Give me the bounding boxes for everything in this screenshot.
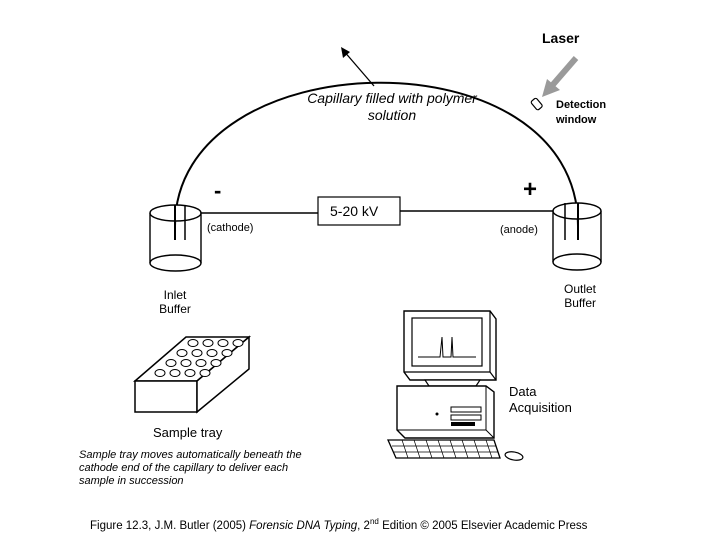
outlet-buffer-label-line2: Buffer (564, 296, 596, 311)
inlet-buffer-label-line1: Inlet (163, 288, 187, 302)
keyboard (386, 439, 501, 459)
cathode-label: (cathode) (207, 222, 254, 234)
sample-tray-note-line3: sample in succession (79, 475, 184, 488)
inlet-buffer-label: Inlet Buffer (148, 288, 202, 317)
capillary-arc (174, 81, 579, 227)
caption-rest: Edition © 2005 Elsevier Academic Press (378, 520, 588, 532)
voltage-label: 5-20 kV (330, 203, 379, 219)
capillary-label-line1: Capillary filled with polymer (307, 90, 477, 106)
sample-tray-note-line1: Sample tray moves automatically beneath … (79, 449, 302, 461)
capillary-pointer-arrowhead (341, 47, 350, 58)
caption-edition-suffix: nd (369, 517, 379, 527)
sample-tray-note: Sample tray moves automatically beneath … (79, 449, 302, 489)
outlet-buffer-label-line1: Outlet (563, 282, 596, 296)
inlet-buffer-label-line2: Buffer (159, 302, 191, 317)
laser-beam-arrow-icon (542, 56, 579, 97)
data-acquisition-label-line2: Acquisition (509, 399, 572, 415)
laser-label: Laser (542, 30, 580, 46)
mouse (504, 451, 524, 461)
anode-label: (anode) (500, 224, 538, 236)
power-supply-box (317, 196, 401, 226)
detection-window-label-line2: window (556, 113, 597, 126)
caption-edition-number: , 2 (357, 520, 370, 532)
sample-tray-label: Sample tray (153, 425, 223, 440)
caption-book-title: Forensic DNA Typing (249, 520, 358, 532)
data-acquisition-label-line1: Data (509, 384, 537, 399)
electropherogram-trace (418, 336, 476, 358)
caption-prefix: Figure 12.3, J.M. Butler (2005) (90, 520, 250, 532)
outlet-buffer-label: Outlet Buffer (556, 282, 596, 311)
detection-window-label: Detection window (556, 98, 606, 128)
figure-caption: Figure 12.3, J.M. Butler (2005) Forensic… (90, 517, 588, 534)
sample-tray-note-line2: cathode end of the capillary to deliver … (79, 462, 289, 475)
cathode-minus-sign: - (214, 178, 222, 203)
capillary-label: Capillary filled with polymer solution (272, 90, 512, 124)
data-acquisition-label: Data Acquisition (509, 384, 572, 415)
computer-workstation-icon (386, 310, 524, 461)
outlet-buffer-vial (552, 202, 602, 271)
anode-plus-sign: + (523, 176, 538, 203)
capillary-pointer-arrow (342, 49, 375, 87)
sample-tray (132, 335, 252, 414)
sample-wells (154, 339, 244, 377)
inlet-buffer-vial (149, 204, 202, 272)
detection-window (530, 97, 543, 111)
capillary-label-line2: solution (367, 106, 417, 123)
detection-window-label-line1: Detection (556, 99, 607, 111)
